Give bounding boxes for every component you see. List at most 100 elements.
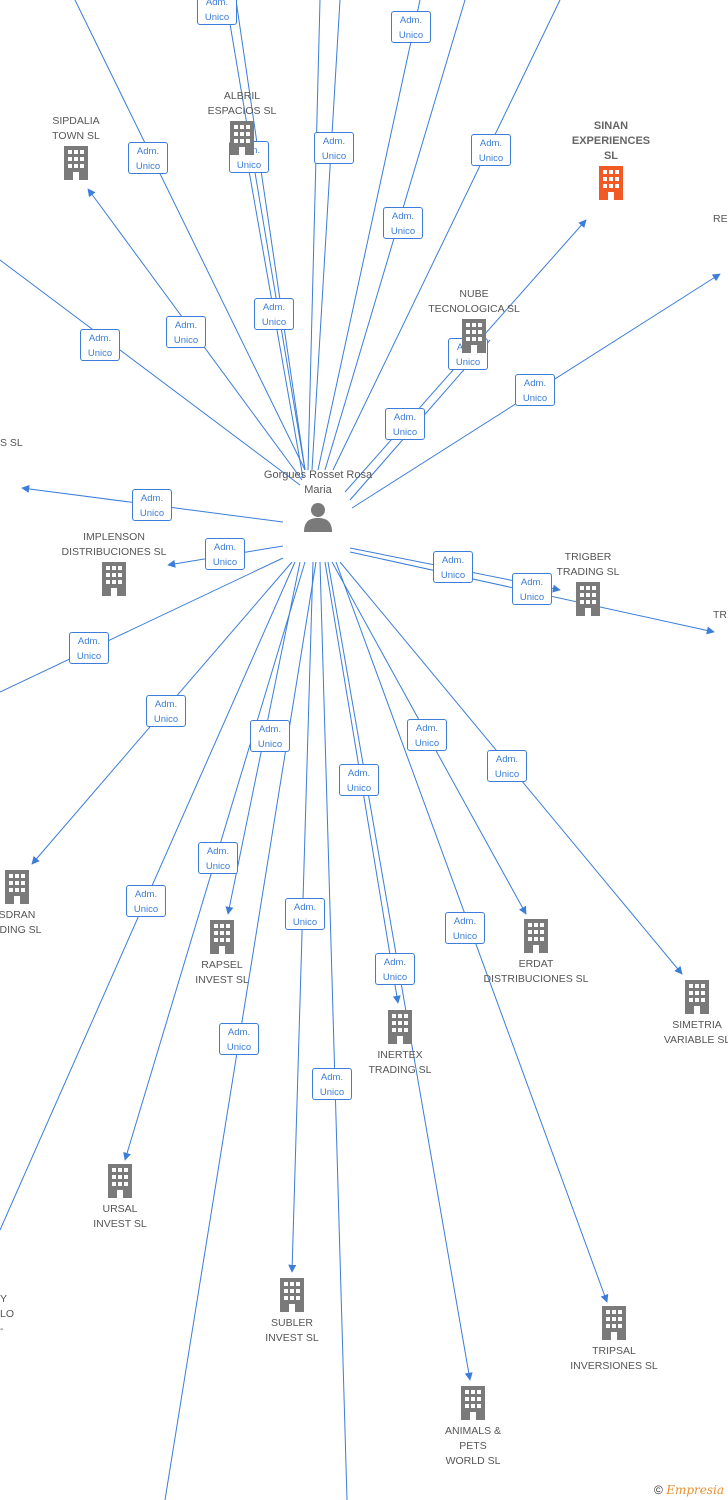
relation-badge-adm-unico[interactable]: Adm.Unico xyxy=(219,1023,259,1055)
relation-badge-adm-unico[interactable]: Adm.Unico xyxy=(471,134,511,166)
company-label-line: DISTRIBUCIONES SL xyxy=(61,546,167,558)
relation-badge-adm-unico[interactable]: Adm.Unico xyxy=(383,207,423,239)
company-node-erdat[interactable]: ERDAT DISTRIBUCIONES SL xyxy=(471,919,601,987)
relation-badge-line: Adm. xyxy=(383,957,407,968)
relation-badge-line: Adm. xyxy=(495,754,519,765)
relation-badge-adm-unico[interactable]: Adm. Unico xyxy=(205,538,245,570)
relation-badge-adm-unico[interactable]: Adm.Unico xyxy=(445,912,485,944)
building-icon xyxy=(280,1278,304,1312)
relation-edge xyxy=(319,561,348,1500)
building-icon xyxy=(230,121,254,155)
relation-badge-line: Unico xyxy=(292,917,318,928)
company-label-line: ANIMALS & xyxy=(444,1425,502,1437)
center-person-node[interactable]: Gorgues Rosset Rosa Maria xyxy=(253,468,383,533)
relation-edge xyxy=(307,0,321,471)
company-label-line: SL xyxy=(603,150,619,162)
relation-badge-line: Unico xyxy=(205,861,231,872)
relation-badge-adm-unico[interactable]: Adm. Unico xyxy=(285,898,325,930)
company-label-line: INERTEX xyxy=(377,1049,423,1061)
company-label-line: INVEST SL xyxy=(93,1218,147,1230)
footer-brand[interactable]: © Empresia xyxy=(654,1483,724,1497)
relation-badge-line: Unico xyxy=(346,783,372,794)
relation-badge-adm-unico[interactable]: Adm.Unico xyxy=(312,1068,352,1100)
relation-badge-line: Adm. xyxy=(213,542,237,553)
company-label-line: NUBE xyxy=(459,288,489,300)
company-label-line: ERDAT xyxy=(518,958,554,970)
relation-badge-adm-unico[interactable]: Adm.Unico xyxy=(166,316,206,348)
company-node-ursal[interactable]: URSAL INVEST SL xyxy=(55,1164,185,1232)
relation-badge-adm-unico[interactable]: Adm.Unico xyxy=(512,573,552,605)
relation-badge-line: Adm. xyxy=(134,889,158,900)
relation-badge-line: Unico xyxy=(212,557,238,568)
company-label-line: TRIGBER xyxy=(564,551,612,563)
relation-badge-line: Adm. xyxy=(293,902,317,913)
relation-badge-line: Unico xyxy=(261,317,287,328)
relation-edge xyxy=(74,0,306,471)
company-node-trigber[interactable]: TRIGBER TRADING SL xyxy=(523,550,653,618)
building-icon xyxy=(108,1164,132,1198)
relation-badge-adm-unico[interactable]: Adm.Unico xyxy=(146,695,186,727)
relation-edge xyxy=(317,0,421,471)
building-icon xyxy=(685,980,709,1014)
brand-name: Empresia xyxy=(666,1483,724,1497)
company-label-line: DISTRIBUCIONES SL xyxy=(483,973,589,985)
relation-badge-line: Adm. xyxy=(77,636,101,647)
relation-badge-line: Unico xyxy=(398,30,424,41)
relation-badge-adm-unico[interactable]: Adm.Unico xyxy=(132,489,172,521)
relation-badge-adm-unico[interactable]: Adm.Unico xyxy=(375,953,415,985)
relation-badge-line: Adm. xyxy=(136,146,160,157)
company-node-tripsal[interactable]: TRIPSAL INVERSIONES SL xyxy=(549,1306,679,1374)
relation-badge-adm-unico[interactable]: Adm.Unico xyxy=(254,298,294,330)
company-node-sdran[interactable]: SDRAN ADING SL xyxy=(0,870,82,938)
relation-badge-adm-unico[interactable]: Adm.Unico xyxy=(80,329,120,361)
company-label-line: TRADING SL xyxy=(368,1064,432,1076)
company-label-line: INVEST SL xyxy=(265,1332,319,1344)
company-node-nube[interactable]: NUBE TECNOLOGICA SL xyxy=(409,287,539,355)
relation-badge-adm-unico[interactable]: Adm.Unico xyxy=(433,551,473,583)
relation-badge-adm-unico[interactable]: Adm.Unico xyxy=(385,408,425,440)
relation-badge-adm-unico[interactable]: Adm.Unico xyxy=(198,842,238,874)
company-node-sinan[interactable]: SINAN EXPERIENCES SL xyxy=(546,119,676,202)
building-icon xyxy=(388,1010,412,1044)
center-person-name: Gorgues Rosset Rosa Maria xyxy=(263,469,373,496)
company-node-subler[interactable]: SUBLER INVEST SL xyxy=(227,1278,357,1346)
company-node-simetria[interactable]: SIMETRIA VARIABLE SL xyxy=(632,980,728,1048)
company-node-albril[interactable]: ALBRIL ESPACIOS SL xyxy=(177,89,307,157)
partial-company-label: Y xyxy=(0,1293,8,1305)
relation-badge-adm-unico[interactable]: Adm.Unico xyxy=(197,0,237,25)
company-node-sipdalia[interactable]: SIPDALIA TOWN SL xyxy=(11,114,141,182)
relation-badge-adm-unico[interactable]: Adm.Unico xyxy=(126,885,166,917)
relation-badge-line: Unico xyxy=(319,1087,345,1098)
company-node-rapsel[interactable]: RAPSEL INVEST SL xyxy=(157,920,287,988)
relation-badge-adm-unico[interactable]: Adm.Unico xyxy=(69,632,109,664)
relation-badge-line: Unico xyxy=(173,335,199,346)
company-label-line: SDRAN xyxy=(0,909,36,921)
building-icon xyxy=(5,870,29,904)
company-node-implenson[interactable]: IMPLENSON DISTRIBUCIONES SL xyxy=(49,530,179,598)
relation-badge-line: Adm. xyxy=(347,768,371,779)
relation-badge-adm-unico[interactable]: Adm.Unico xyxy=(391,11,431,43)
building-icon xyxy=(462,319,486,353)
relation-badge-adm-unico[interactable]: Adm.Unico xyxy=(250,720,290,752)
company-label-line: INVERSIONES SL xyxy=(570,1360,658,1372)
relation-badge-adm-unico[interactable]: Adm.Unico xyxy=(314,132,354,164)
relation-badge-line: Unico xyxy=(440,570,466,581)
building-icon xyxy=(524,919,548,953)
relation-badge-adm-unico[interactable]: Adm. Unico xyxy=(339,764,379,796)
partial-company-label: - xyxy=(0,1323,4,1335)
relation-badge-line: Adm. xyxy=(140,493,164,504)
building-icon xyxy=(102,562,126,596)
relation-badge-line: Unico xyxy=(494,769,520,780)
relation-badge-adm-unico[interactable]: Adm. Unico xyxy=(487,750,527,782)
relation-badge-adm-unico[interactable]: Adm.Unico xyxy=(515,374,555,406)
relation-badge-adm-unico[interactable]: Adm.Unico xyxy=(128,142,168,174)
relation-badge-line: Adm. xyxy=(391,211,415,222)
company-node-animals[interactable]: ANIMALS & PETS WORLD SL xyxy=(408,1386,538,1469)
relation-badge-line: Unico xyxy=(87,348,113,359)
relation-badge-adm-unico[interactable]: Adm.Unico xyxy=(407,719,447,751)
building-icon xyxy=(64,146,88,180)
company-node-inertex[interactable]: INERTEX TRADING SL xyxy=(335,1010,465,1078)
company-label-line: URSAL xyxy=(102,1203,138,1215)
company-label-line: IMPLENSON xyxy=(83,531,145,543)
